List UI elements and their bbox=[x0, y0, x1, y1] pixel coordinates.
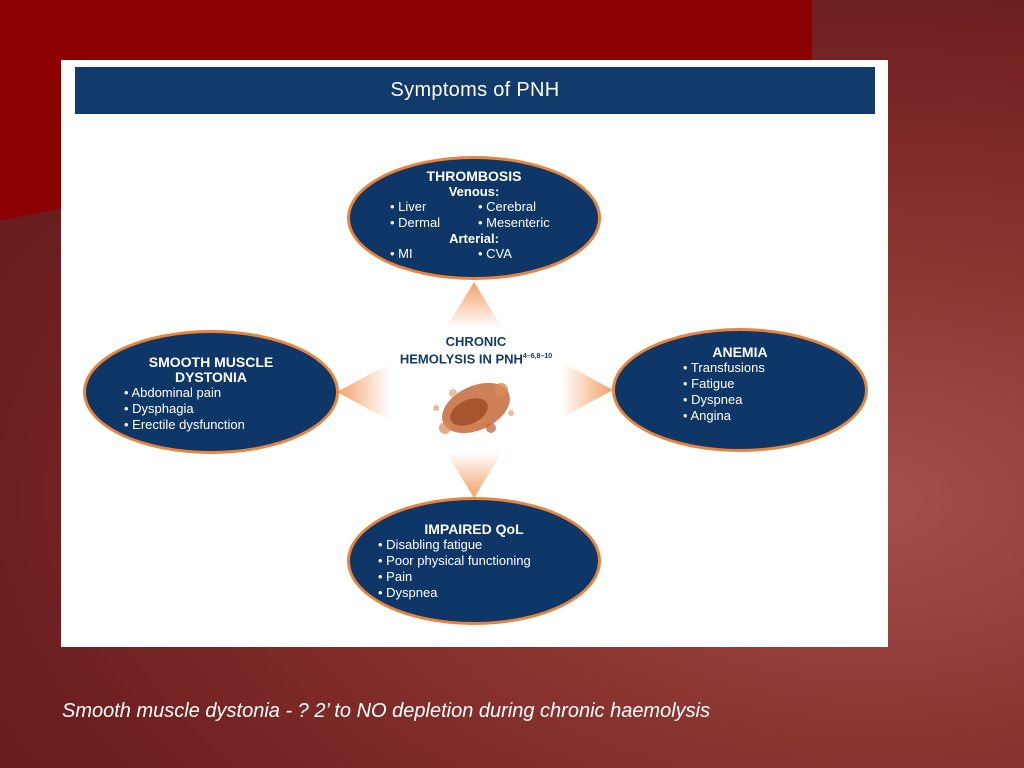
center-line1: CHRONIC bbox=[445, 334, 507, 349]
impaired-qol-heading: IMPAIRED QoL bbox=[424, 521, 524, 537]
center-superscript: 4–6,8–10 bbox=[522, 353, 553, 360]
smooth-muscle-item: • Abdominal pain bbox=[124, 385, 222, 400]
impaired-qol-item: • Poor physical functioning bbox=[378, 553, 531, 568]
arterial-item: • CVA bbox=[478, 246, 512, 261]
arterial-item: • MI bbox=[390, 246, 413, 261]
venous-item: • Cerebral bbox=[478, 199, 537, 214]
diagram-panel: Symptoms of PNH CHRONIC HEMOLYSIS IN PNH… bbox=[61, 60, 888, 647]
anemia-item: • Angina bbox=[683, 408, 731, 423]
impaired-qol-ellipse: IMPAIRED QoL • Disabling fatigue • Poor … bbox=[347, 497, 601, 625]
smooth-muscle-item: • Erectile dysfunction bbox=[124, 417, 245, 432]
slide-caption: Smooth muscle dystonia - ? 2’ to NO depl… bbox=[62, 700, 711, 722]
smooth-muscle-item: • Dysphagia bbox=[124, 401, 194, 416]
arrow-left-icon bbox=[337, 364, 389, 420]
venous-item: • Dermal bbox=[390, 215, 441, 230]
smooth-muscle-heading-line2: DYSTONIA bbox=[174, 369, 248, 385]
anemia-item: • Fatigue bbox=[683, 376, 735, 391]
impaired-qol-item: • Dyspnea bbox=[378, 585, 438, 600]
anemia-heading: ANEMIA bbox=[712, 344, 768, 360]
thrombosis-heading: THROMBOSIS bbox=[426, 168, 522, 184]
center-line2: HEMOLYSIS IN PNH4–6,8–10 bbox=[399, 351, 553, 367]
smooth-muscle-ellipse: SMOOTH MUSCLE DYSTONIA • Abdominal pain … bbox=[83, 330, 339, 454]
impaired-qol-item: • Pain bbox=[378, 569, 413, 584]
venous-label: Venous: bbox=[448, 184, 500, 199]
impaired-qol-item: • Disabling fatigue bbox=[378, 537, 483, 552]
thrombosis-ellipse: THROMBOSIS Venous: • Liver • Cerebral • … bbox=[347, 156, 601, 280]
diagram-title: Symptoms of PNH bbox=[75, 67, 875, 114]
arrow-up-icon bbox=[446, 282, 502, 328]
arrow-down-icon bbox=[446, 452, 502, 498]
anemia-item: • Transfusions bbox=[683, 360, 765, 375]
center-label: CHRONIC HEMOLYSIS IN PNH4–6,8–10 bbox=[361, 334, 591, 366]
red-blood-cells-image bbox=[433, 382, 514, 434]
arrow-right-icon bbox=[561, 362, 613, 418]
venous-item: • Liver bbox=[390, 199, 427, 214]
venous-item: • Mesenteric bbox=[478, 215, 550, 230]
anemia-item: • Dyspnea bbox=[683, 392, 743, 407]
arterial-label: Arterial: bbox=[449, 231, 499, 246]
anemia-ellipse: ANEMIA • Transfusions • Fatigue • Dyspne… bbox=[612, 328, 868, 452]
smooth-muscle-heading-line1: SMOOTH MUSCLE bbox=[148, 354, 274, 370]
